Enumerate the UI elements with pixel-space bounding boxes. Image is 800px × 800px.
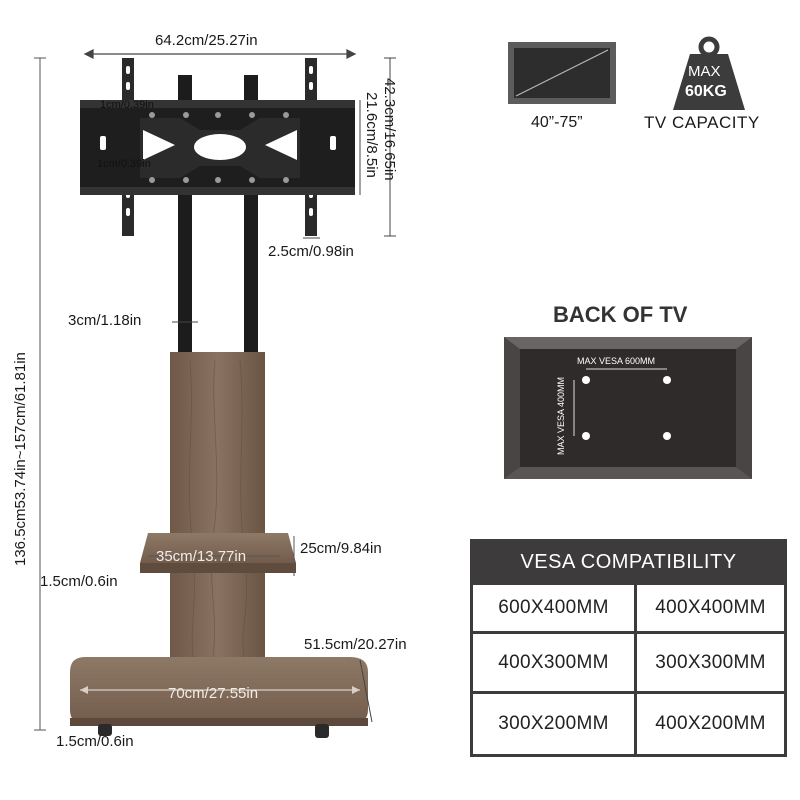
caster-wheels [98,724,329,738]
vesa-vertical-label: MAX VESA 400MM [556,376,566,455]
table-cell: 400X300MM [498,651,609,673]
back-of-tv-panel [504,337,752,479]
base-thickness-label: 1.5cm/0.6in [56,733,134,750]
pole-width-label: 3cm/1.18in [68,312,142,329]
table-divider [470,691,787,694]
bracket-height-label: 42.3cm/16.65in [381,78,398,181]
tv-size-label: 40”-75” [531,114,583,131]
weight-line1: MAX [688,63,721,80]
top-width-label: 64.2cm/25.27in [155,32,258,49]
bracket-inner-label: 21.6cm/8.5in [363,92,380,178]
table-cell: 300X200MM [498,713,609,734]
weight-line2: 60KG [685,83,727,100]
tv-size-icon [508,42,616,104]
table-divider [470,631,787,634]
shelf-depth-label: 25cm/9.84in [300,540,382,557]
vesa-bracket-plate [80,100,355,195]
bracket-height-dimension-line [359,57,396,237]
total-height-label: 136.5cm53.74in~157cm/61.81in [12,352,29,566]
bracket-depth-label: 2.5cm/0.98in [268,243,354,260]
shelf-width-label: 35cm/13.77in [156,548,247,565]
table-divider [784,585,787,757]
back-of-tv-title: BACK OF TV [553,302,688,327]
table-divider [634,585,637,757]
base-width-label: 70cm/27.55in [168,685,259,702]
height-dimension-line [34,57,46,731]
wood-column [170,352,265,668]
base-platform [70,657,373,726]
top-width-dimension-line [83,49,357,59]
base-depth-label: 51.5cm/20.27in [304,636,407,653]
shelf-thickness-label: 1.5cm/0.6in [40,573,118,590]
table-cell: 300X300MM [655,651,766,673]
table-cell: 400X200MM [655,713,766,734]
vesa-compatibility-table: VESA COMPATIBILITY 600X400MM 400X400MM 4… [470,539,787,757]
table-cell: 600X400MM [498,597,609,618]
table-divider [470,585,473,757]
table-cell: 400X400MM [655,597,766,618]
table-divider [470,754,787,757]
capacity-label: TV CAPACITY [644,113,760,132]
slot-bottom-label: 1cm/0.39in [97,158,151,170]
vesa-horizontal-label: MAX VESA 600MM [577,356,656,366]
slot-top-label: 1cm/0.39in [100,99,154,111]
weight-icon [673,36,745,110]
vesa-table-header: VESA COMPATIBILITY [470,539,787,585]
